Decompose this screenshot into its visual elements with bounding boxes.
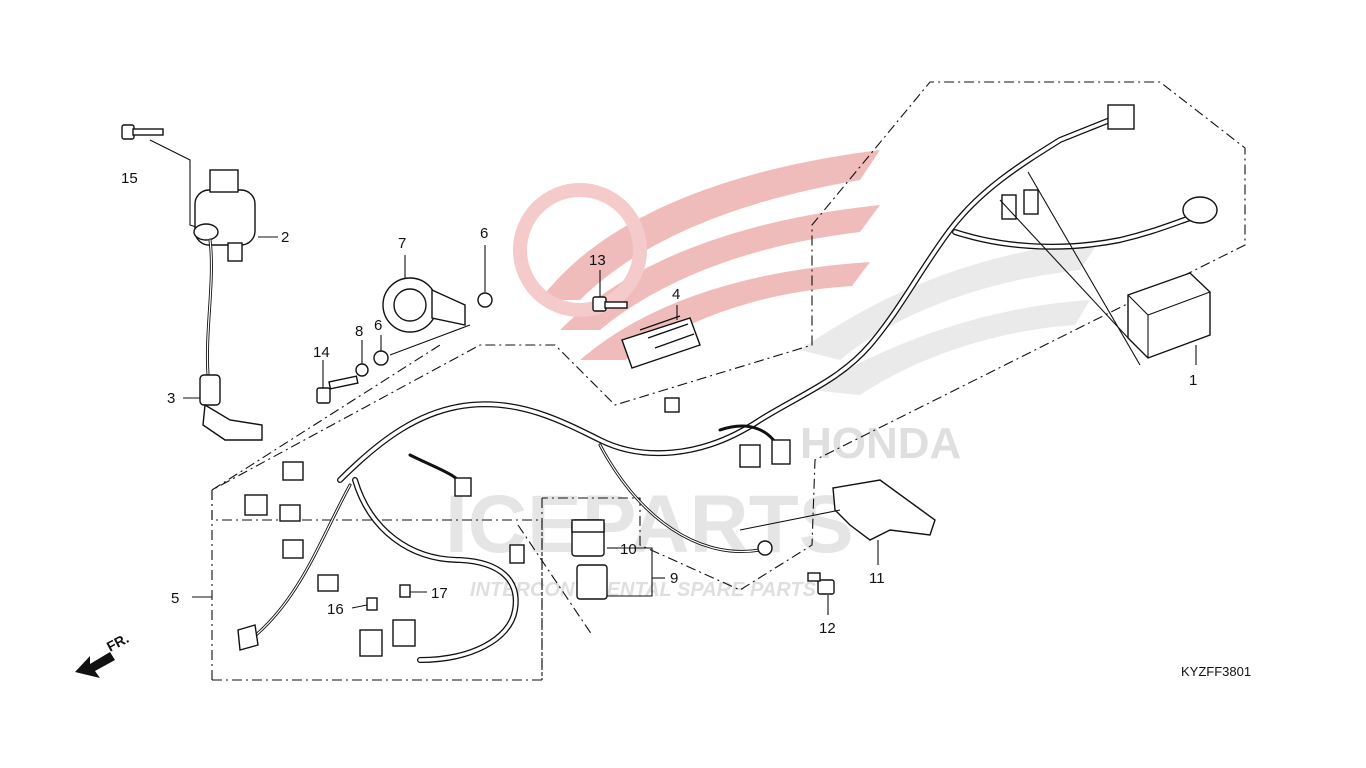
watermark-store: ICEPARTS — [445, 479, 854, 570]
callout-13: 13 — [589, 252, 606, 269]
callout-5: 5 — [171, 590, 179, 607]
ignition-coil-2 — [193, 169, 256, 262]
watermark-tagline: INTERCONTINENTAL SPARE PARTS — [470, 579, 817, 601]
callout-2: 2 — [281, 229, 289, 246]
callout-15: 15 — [121, 170, 138, 187]
bracket-11 — [832, 479, 936, 541]
relay-10 — [571, 519, 605, 557]
callout-7: 7 — [398, 235, 406, 252]
callout-14: 14 — [313, 344, 330, 361]
relay-outline-diag — [517, 524, 593, 636]
washer-6a — [477, 292, 493, 308]
callout-12: 12 — [819, 620, 836, 637]
callout-11: 11 — [869, 570, 885, 587]
harness-connectors — [237, 104, 1218, 657]
bolt-12 — [807, 572, 835, 595]
callout-16: 16 — [327, 601, 344, 618]
front-arrow-indicator: FR. — [75, 630, 131, 678]
callout-4: 4 — [672, 286, 680, 303]
spark-plug-cap-3 — [199, 374, 263, 441]
watermark-brand: HONDA — [800, 419, 961, 468]
bracket-link — [739, 509, 841, 531]
bolt-15 — [121, 124, 164, 140]
callout-6a: 6 — [480, 225, 488, 242]
regulator-rectifier-4 — [621, 315, 701, 369]
terminal-17 — [399, 584, 411, 598]
relay-9 — [576, 564, 608, 600]
callout-17: 17 — [431, 585, 448, 602]
callout-9: 9 — [670, 570, 678, 587]
arrow-left-down-icon — [75, 652, 115, 678]
honda-wing-logo — [512, 150, 880, 360]
callout-8: 8 — [355, 323, 363, 340]
leader-1-b — [999, 199, 1131, 341]
leader-16 — [351, 604, 368, 609]
leader-9-10 — [607, 547, 653, 597]
mount-line — [389, 324, 471, 356]
callout-3: 3 — [167, 390, 175, 407]
terminal-16 — [366, 597, 378, 611]
callout-6b: 6 — [374, 317, 382, 334]
horn-7 — [382, 277, 466, 333]
diagram-code: KYZFF3801 — [1181, 664, 1251, 679]
leader-1-a — [1027, 171, 1141, 366]
front-label: FR. — [104, 630, 131, 655]
outline-segment — [211, 344, 441, 491]
bolt-13 — [592, 296, 628, 312]
nut-8 — [355, 363, 369, 377]
control-unit-1 — [1127, 272, 1211, 359]
dotted-wing — [800, 240, 1100, 395]
main-wire-harness-5 — [248, 117, 1193, 663]
callout-1: 1 — [1189, 372, 1197, 389]
washer-6b — [373, 350, 389, 366]
callout-10: 10 — [620, 541, 637, 558]
